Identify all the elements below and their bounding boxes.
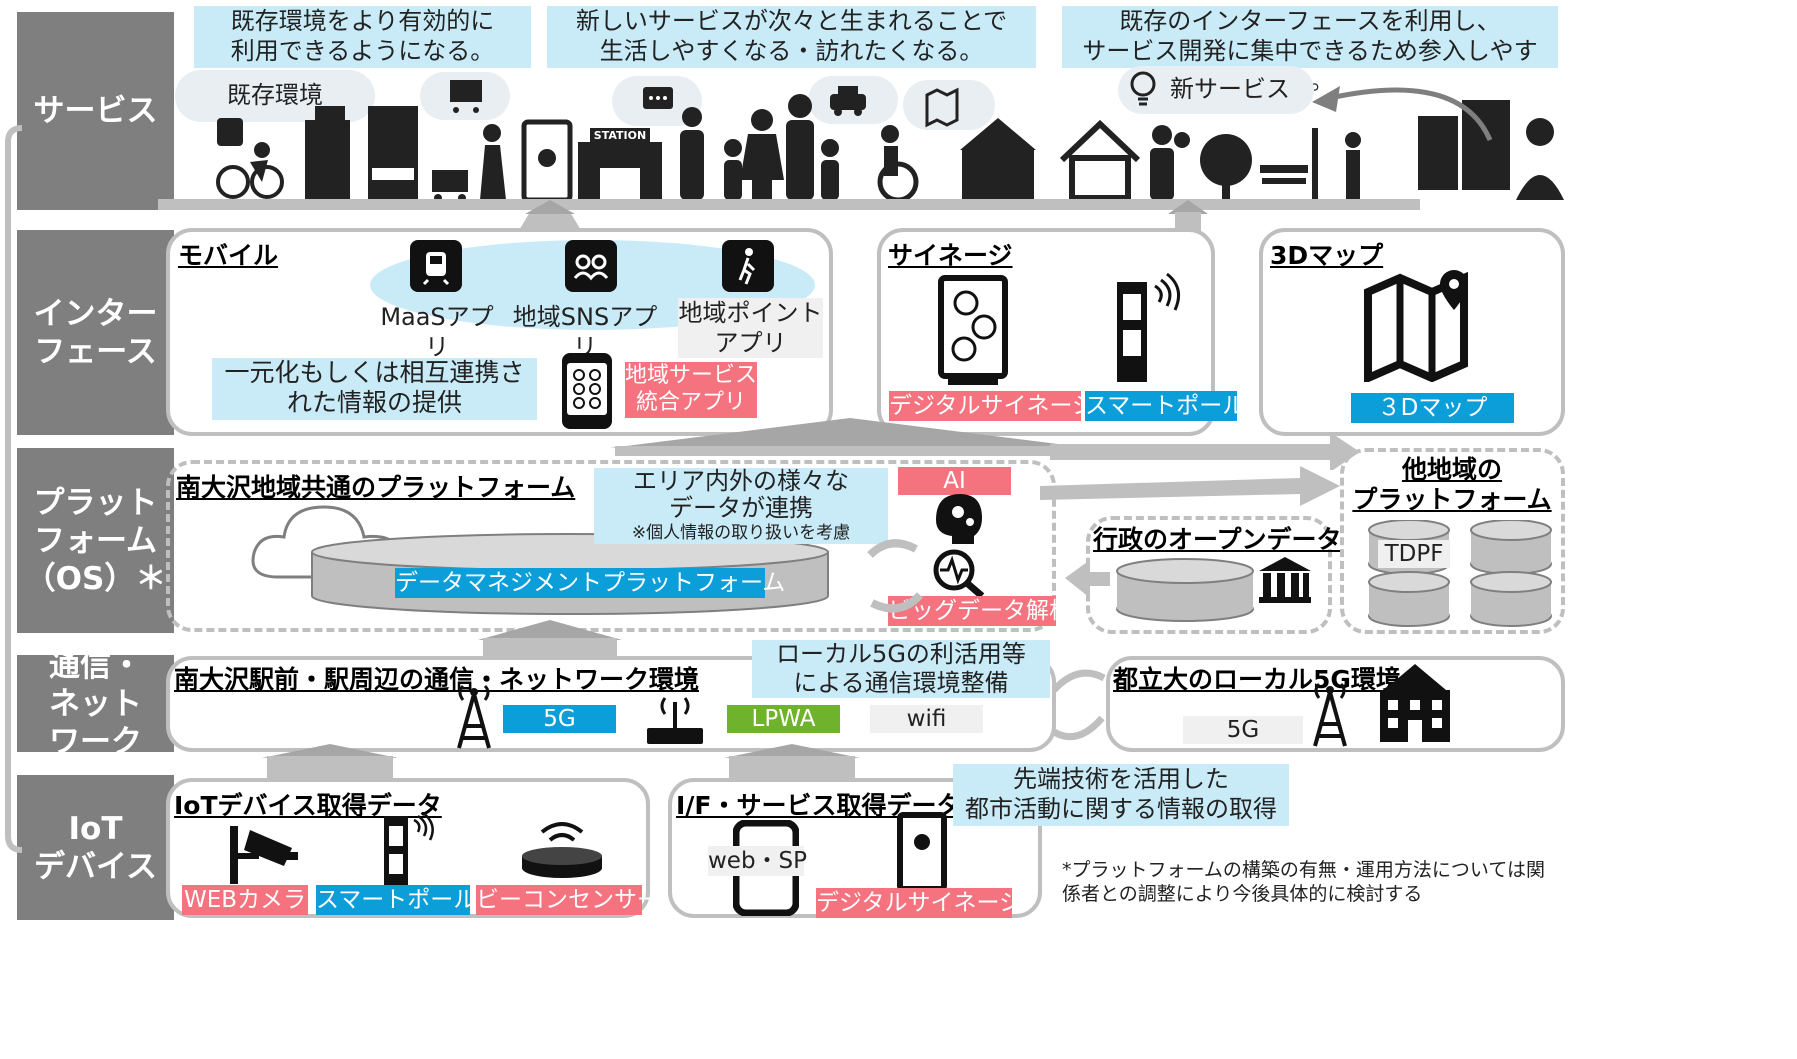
tdpf-tag: TDPF [1378, 540, 1450, 568]
signage-title: サイネージ [888, 241, 1013, 270]
callout-easy-entry: 既存のインターフェースを利用し、 サービス開発に集中できるため参入しやすい。 [1062, 6, 1558, 95]
bigdata-tag: ビッグデータ解析 [888, 596, 1072, 626]
feedback-loop-line [5, 125, 23, 853]
cart-bubble-icon [450, 80, 482, 113]
beacon-tag: ビーコンセンサー [476, 885, 660, 915]
layer-label-interface: インター フェース [17, 230, 174, 435]
map-title: 3Dマップ [1270, 241, 1384, 270]
5g-tower-icon [457, 684, 491, 749]
lightbulb-icon [1130, 71, 1156, 106]
layer-label-iot: IoT デバイス [17, 775, 174, 920]
web-camera-tag: WEBカメラ [182, 885, 308, 915]
shopper-icon [432, 124, 506, 202]
network-link-arrows [1051, 669, 1106, 741]
mobile-title: モバイル [178, 241, 279, 270]
web-camera-icon [230, 826, 298, 884]
train-app-icon[interactable] [410, 240, 462, 292]
integration-text: 一元化もしくは相互連携さ れた情報の提供 [212, 358, 537, 420]
local5g-text: ローカル5Gの利活用等 による通信環境整備 [752, 640, 1050, 698]
iot-smart-pole-tag: スマートポール [316, 885, 477, 915]
integrated-app-phone-icon[interactable] [562, 353, 612, 429]
office-building-icon [305, 106, 350, 200]
if-signage-icon [897, 812, 947, 892]
lpwa-tag: LPWA [727, 705, 840, 733]
ai-head-icon [936, 494, 982, 544]
parent-child-icon [1150, 125, 1190, 200]
bubble-map [903, 80, 995, 130]
arrows-platform-to-interface [610, 418, 1360, 470]
house-icon [1059, 119, 1141, 201]
walk-point-app-icon[interactable] [722, 240, 774, 292]
network-title: 南大沢駅前・駅周辺の通信・ネットワーク環境 [174, 665, 700, 694]
platform-main-title: 南大沢地域共通のプラットフォーム [176, 473, 576, 502]
advanced-tech-text: 先端技術を活用した 都市活動に関する情報の取得 [953, 764, 1289, 826]
web-sp-tag: web・SP [708, 846, 808, 876]
wifi-tag: wifi [870, 705, 983, 733]
layer-label-platform: プラット フォーム （OS）＊ [17, 448, 174, 633]
callout-existing-env: 既存環境をより有効的に 利用できるようになる。 [194, 6, 531, 68]
arrows-iot-to-network [262, 744, 860, 778]
school-icon [960, 118, 1036, 200]
3d-map-icon [1364, 270, 1468, 382]
data-link-text: エリア内外の様々な データが連携 [594, 468, 888, 522]
company-buildings-icon [1418, 100, 1510, 190]
phone-user-icon [680, 107, 704, 200]
dmp-tag: データマネジメントプラットフォーム [395, 568, 786, 598]
open-data-box [1086, 516, 1332, 634]
platform-main-box [166, 460, 1056, 632]
university-5g-tag: 5G [1183, 716, 1303, 744]
park-icon [1200, 128, 1361, 200]
university-5g-title: 都立大のローカル5G環境 [1113, 665, 1401, 694]
data-link-note: ※個人情報の取り扱いを考慮 [594, 522, 888, 544]
lpwa-router-icon [647, 697, 703, 744]
bigdata-analysis-icon [933, 549, 985, 598]
other-region-box [1340, 448, 1565, 634]
other-region-title: 他地域の プラットフォーム [1352, 455, 1552, 514]
family-icon [724, 94, 839, 200]
footnote-text: *プラットフォームの構築の有無・運用方法については関 係者との調整により今後具体… [1062, 859, 1545, 905]
map-bubble-icon [925, 87, 959, 128]
government-building-icon [1259, 557, 1311, 603]
digital-signage-icon [938, 275, 1008, 385]
app-label-sns: 地域SNSアプリ [512, 303, 658, 361]
service-icons [216, 71, 1564, 203]
businessperson-icon [1516, 118, 1564, 200]
university-building-icon [1380, 664, 1450, 742]
station-sign-label: STATION [593, 129, 647, 142]
3d-map-tag: ３Dマップ [1351, 393, 1514, 423]
smart-pole-tag: スマートポール [1085, 391, 1246, 421]
if-signage-tag: デジタルサイネージ [816, 888, 1023, 918]
station-icon [578, 128, 662, 200]
university-tower-icon [1313, 682, 1347, 747]
cycle-arrows-icon [867, 539, 923, 613]
iot-smart-pole-icon [384, 812, 434, 890]
arrow-network-to-platform [478, 620, 622, 656]
sns-app-icon[interactable] [565, 240, 617, 292]
digital-signage-tag: デジタルサイネージ [889, 391, 1096, 421]
map-box [1259, 228, 1565, 436]
ai-tag: AI [898, 467, 1011, 495]
smart-pole-icon [1117, 272, 1181, 382]
app-label-point: 地域ポイント アプリ [678, 298, 823, 358]
other-region-disks [1368, 520, 1552, 627]
curved-arrow-icon [1329, 87, 1493, 141]
bubble-new-service-label: 新サービス [1170, 75, 1290, 103]
callout-new-services: 新しいサービスが次々と生まれることで 生活しやすくなる・訪れたくなる。 [547, 6, 1036, 68]
arrows-to-service [518, 200, 1208, 232]
cyclist-icon [216, 118, 284, 199]
chat-icon [643, 87, 673, 109]
taxi-icon [830, 86, 866, 116]
app-label-maas: MaaSアプリ [380, 303, 494, 361]
service-ground-bar [158, 199, 1420, 210]
open-data-disk [1116, 558, 1254, 622]
5g-tag: 5G [503, 705, 616, 733]
store-building-icon [368, 106, 418, 200]
beacon-sensor-icon [522, 822, 602, 878]
bubble-existing-env-label: 既存環境 [227, 81, 323, 109]
layer-label-service: サービス [17, 12, 174, 210]
iot-data-title: IoTデバイス取得データ [174, 791, 442, 820]
integrated-app-tag: 地域サービス 統合アプリ [625, 362, 757, 418]
open-data-title: 行政のオープンデータ [1093, 525, 1342, 554]
